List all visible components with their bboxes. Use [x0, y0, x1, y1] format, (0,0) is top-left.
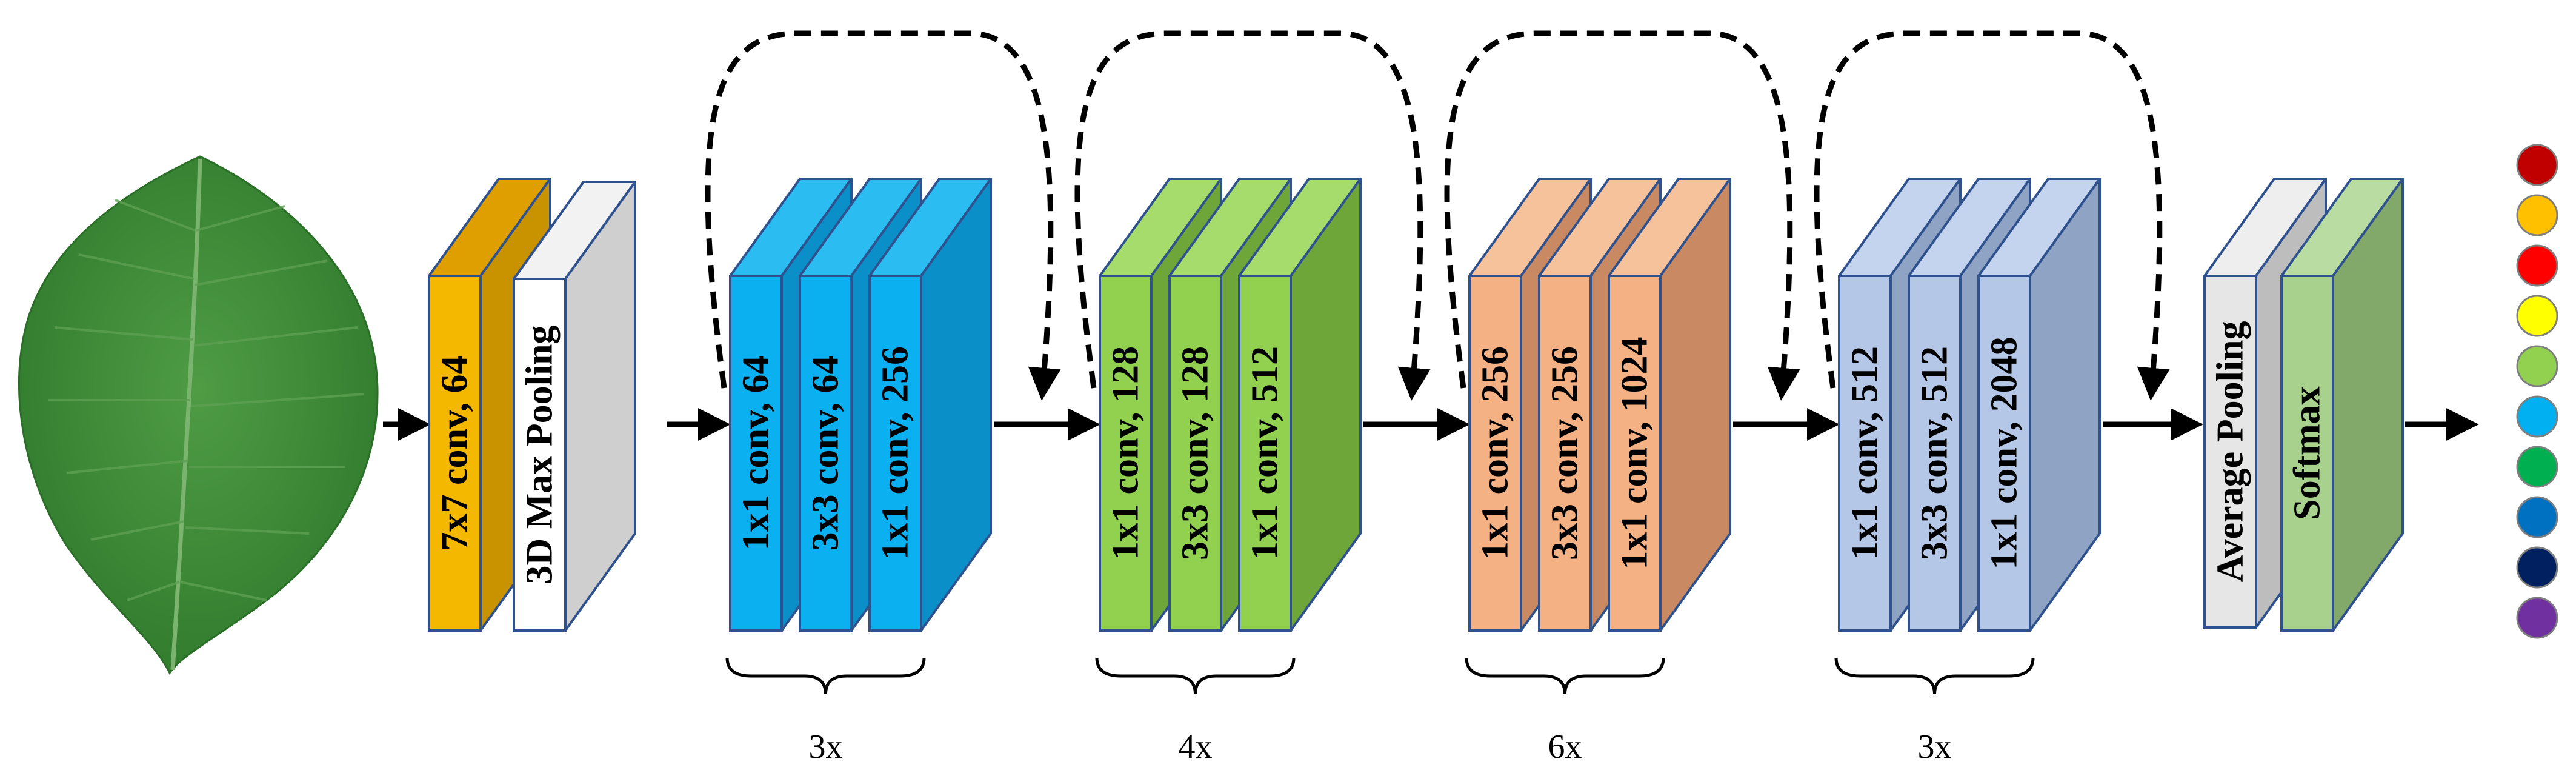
- output-class-4: [2516, 295, 2558, 337]
- stage-1: 1x1 conv, 64 3x3 conv, 64 1x1 conv, 256 3x: [725, 178, 992, 766]
- stage-3-layer-3: 1x1 conv, 1024: [1608, 178, 1731, 632]
- output-classes: [2516, 144, 2558, 639]
- output-class-7: [2516, 446, 2558, 488]
- stage-4-skip-connection: [1814, 30, 2170, 401]
- output-class-10: [2516, 597, 2558, 639]
- stage-4: 1x1 conv, 512 3x3 conv, 512 1x1 conv, 2048…: [1834, 178, 2101, 766]
- leaf-image: [18, 155, 379, 675]
- block-maxpool-label: 3D Max Pooling: [519, 325, 561, 584]
- stage-3-brace: [1465, 657, 1665, 695]
- stage-3-layer-3-label: 1x1 conv, 1024: [1614, 336, 1656, 569]
- stage-4-layer-1-label: 1x1 conv, 512: [1845, 346, 1886, 560]
- stage-2-layer-1-label: 1x1 conv, 128: [1105, 346, 1147, 560]
- block-avgpool-label: Average Pooling: [2210, 321, 2251, 582]
- stage-2-repeat: 4x: [1179, 728, 1213, 766]
- stage-4-layer-2-label: 3x3 conv, 512: [1914, 346, 1955, 560]
- stage-3-skip-connection: [1444, 30, 1800, 401]
- stage-1-layer-3: 1x1 conv, 256: [868, 178, 992, 632]
- output-class-1: [2516, 144, 2558, 186]
- stage-4-repeat: 3x: [1918, 728, 1952, 766]
- stage-2-brace: [1095, 657, 1296, 695]
- output-class-5: [2516, 345, 2558, 387]
- block-softmax: Softmax: [2280, 178, 2404, 632]
- stage-2-layer-3: 1x1 conv, 512: [1238, 178, 1362, 632]
- stage-1-layer-3-label: 1x1 conv, 256: [875, 346, 916, 560]
- connectors: [383, 30, 2479, 441]
- blocks: 7x7 conv, 64 3D Max Pooling 1x1 conv, 64 3x…: [428, 178, 2404, 766]
- stage-2: 1x1 conv, 128 3x3 conv, 128 1x1 conv, 512 4…: [1095, 178, 1362, 766]
- output-class-6: [2516, 395, 2558, 438]
- output-class-8: [2516, 496, 2558, 538]
- stage-1-layer-2-label: 3x3 conv, 64: [805, 355, 847, 550]
- stage-4-layer-3-label: 1x1 conv, 2048: [1984, 336, 2025, 569]
- output-class-9: [2516, 546, 2558, 589]
- stage-3-repeat: 6x: [1548, 728, 1582, 766]
- stage-1-layer-1-label: 1x1 conv, 64: [736, 355, 777, 550]
- stage-4-layer-3: 1x1 conv, 2048: [1977, 178, 2101, 632]
- stage-2-layer-2-label: 3x3 conv, 128: [1175, 346, 1216, 560]
- stage-1-brace: [725, 657, 926, 695]
- stage-2-skip-connection: [1074, 30, 1431, 401]
- block-softmax-label: Softmax: [2287, 386, 2328, 520]
- stage-2-layer-3-label: 1x1 conv, 512: [1245, 346, 1286, 560]
- stage-3: 1x1 conv, 256 3x3 conv, 256 1x1 conv, 1024…: [1465, 178, 1731, 766]
- block-conv7x7-label: 7x7 conv, 64: [434, 355, 476, 550]
- stage-1-repeat: 3x: [809, 728, 843, 766]
- output-class-3: [2516, 244, 2558, 287]
- stage-4-brace: [1834, 657, 2035, 695]
- stage-3-layer-2-label: 3x3 conv, 256: [1545, 346, 1586, 560]
- stage-1-skip-connection: [705, 30, 1061, 401]
- block-maxpool: 3D Max Pooling: [513, 181, 636, 632]
- output-class-2: [2516, 194, 2558, 236]
- stage-3-layer-1-label: 1x1 conv, 256: [1475, 346, 1516, 560]
